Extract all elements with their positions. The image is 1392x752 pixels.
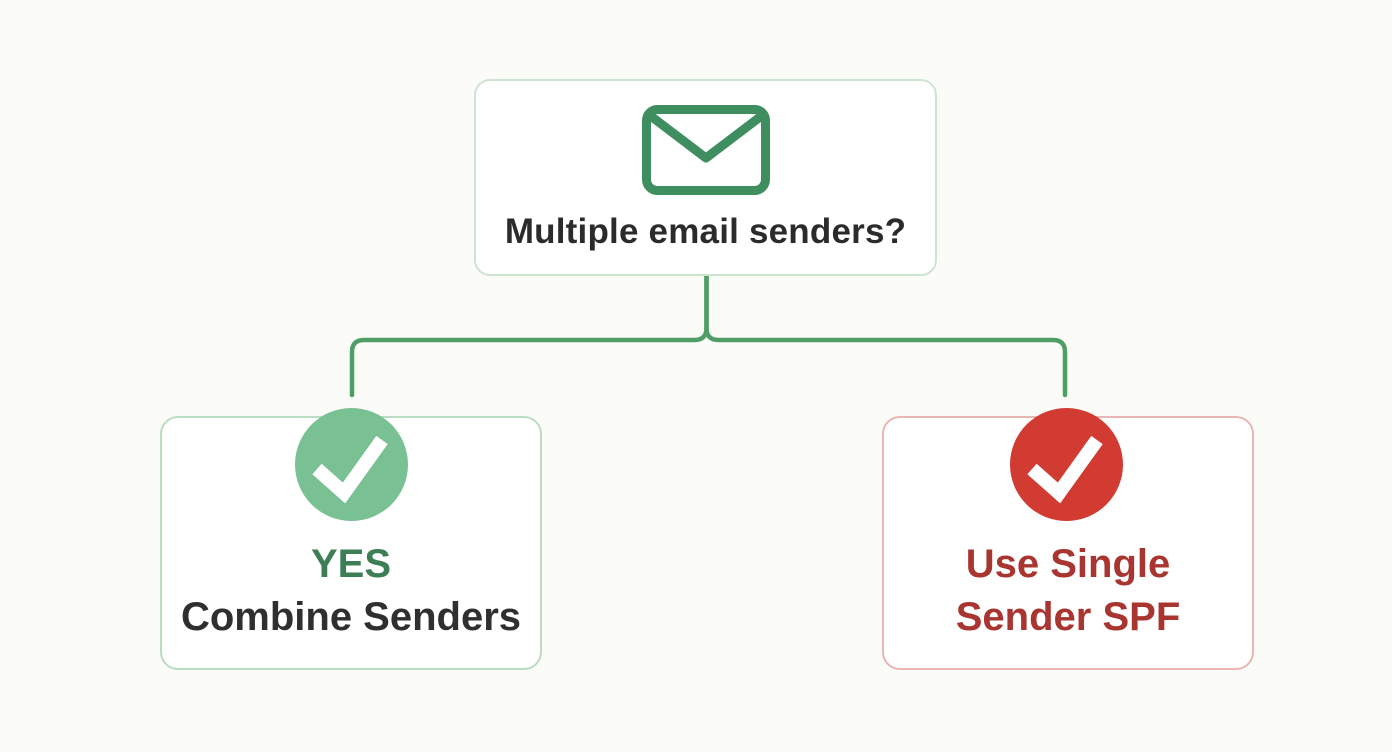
no-label-line2: Sender SPF xyxy=(955,595,1181,639)
root-decision-label: Multiple email senders? xyxy=(504,211,907,251)
connector-branch-left xyxy=(349,272,709,398)
check-icon xyxy=(312,435,388,504)
no-label-line1: Use Single xyxy=(965,542,1171,586)
yes-check-badge xyxy=(295,408,408,521)
yes-title: YES xyxy=(310,542,392,586)
envelope-icon xyxy=(641,104,771,196)
check-icon xyxy=(1027,435,1103,504)
no-check-badge xyxy=(1010,408,1123,521)
connector-branch-right xyxy=(704,272,1068,398)
yes-subtitle: Combine Senders xyxy=(180,595,522,639)
root-decision-node: Multiple email senders? xyxy=(474,79,937,276)
